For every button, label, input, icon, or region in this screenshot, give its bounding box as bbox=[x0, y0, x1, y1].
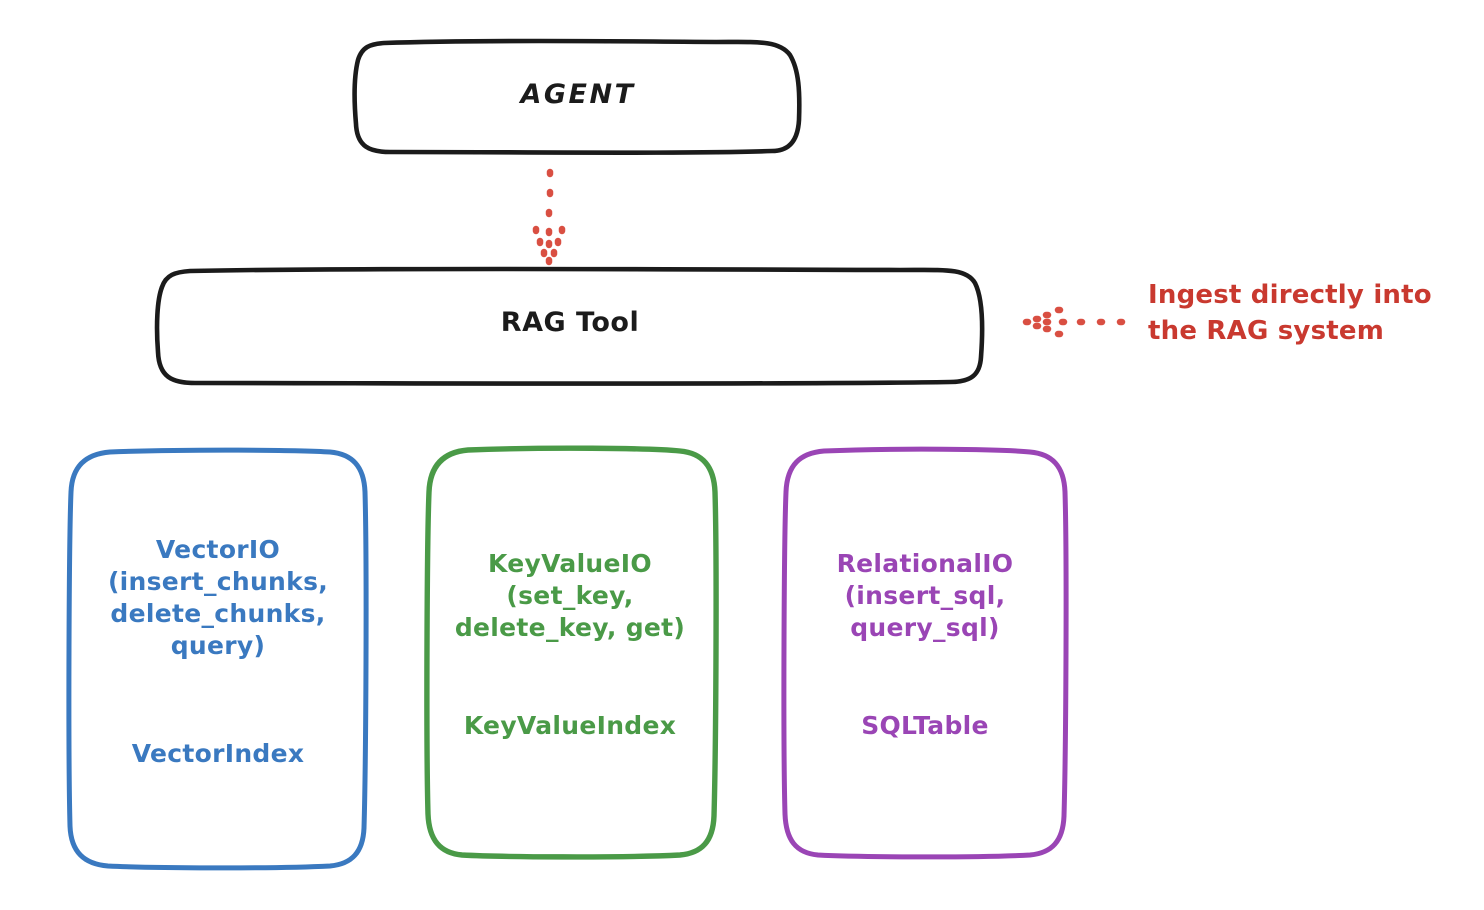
agent-to-rag-connector bbox=[532, 168, 566, 266]
rag-tool-box[interactable] bbox=[154, 266, 985, 386]
ingest-annotation-text: Ingest directly into the RAG system bbox=[1148, 280, 1432, 346]
key-value-index-label: KeyValueIndex bbox=[463, 711, 677, 740]
sql-table-label: SQLTable bbox=[861, 711, 989, 740]
key-value-io-box[interactable] bbox=[424, 445, 719, 860]
vector-io-api-label: VectorIO (insert_chunks, delete_chunks, … bbox=[107, 535, 329, 660]
relational-io-box[interactable] bbox=[781, 446, 1069, 860]
agent-box[interactable] bbox=[352, 38, 802, 155]
key-value-io-api-label: KeyValueIO (set_key, delete_key, get) bbox=[454, 549, 686, 642]
relational-io-api-label: RelationalIO (insert_sql, query_sql) bbox=[836, 549, 1014, 642]
note-to-rag-connector bbox=[1022, 306, 1126, 338]
vector-index-label: VectorIndex bbox=[131, 739, 305, 768]
vector-io-box[interactable] bbox=[66, 447, 369, 871]
agent-label: AGENT bbox=[520, 79, 636, 110]
rag-tool-label: RAG Tool bbox=[500, 307, 640, 338]
